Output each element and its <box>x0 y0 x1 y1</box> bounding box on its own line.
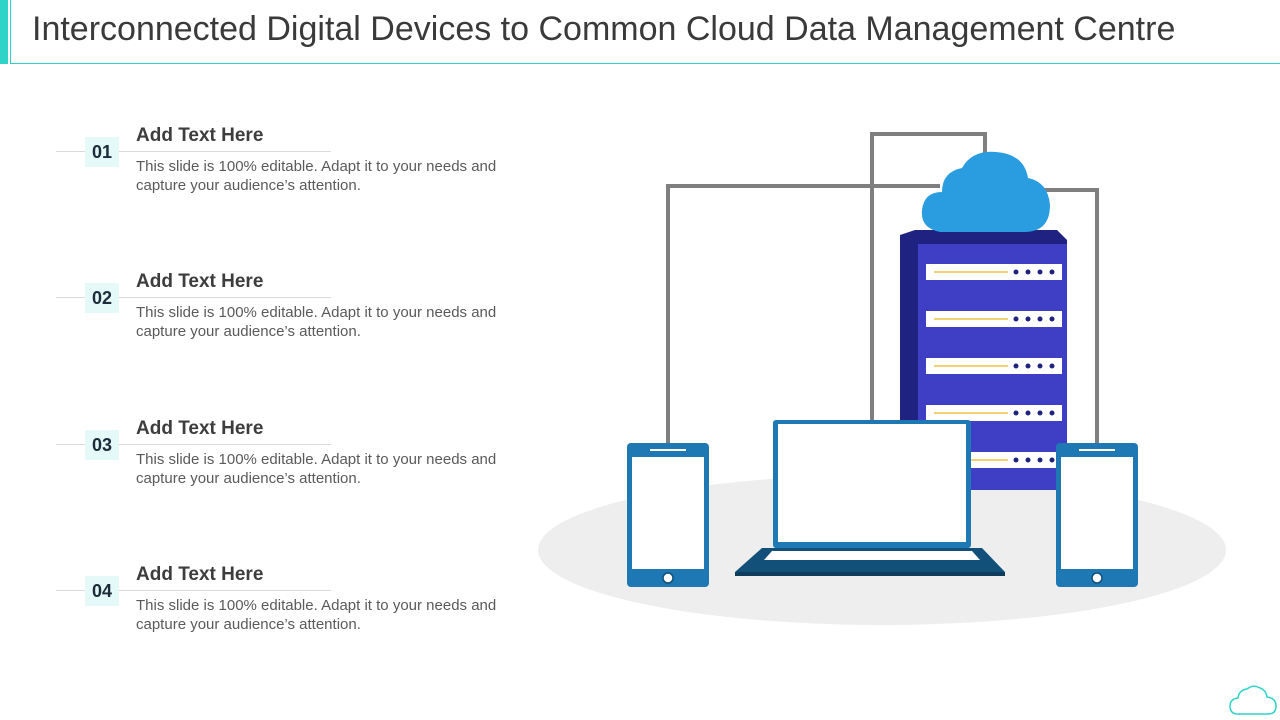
server-slot <box>926 264 1062 280</box>
item-heading: Add Text Here <box>136 418 264 439</box>
leader-line <box>56 444 86 445</box>
item-heading: Add Text Here <box>136 125 264 146</box>
connector-lines <box>666 132 1099 446</box>
title-underline <box>10 63 1280 64</box>
item-heading: Add Text Here <box>136 564 264 585</box>
cloud-outline-icon <box>1229 685 1277 715</box>
cloud-icon <box>921 151 1050 232</box>
list-item: 04 Add Text Here This slide is 100% edit… <box>56 564 516 664</box>
tablet-icon <box>627 443 709 587</box>
item-body: This slide is 100% editable. Adapt it to… <box>136 597 497 633</box>
item-number: 04 <box>85 576 119 606</box>
leader-line <box>56 590 86 591</box>
list-item: 02 Add Text Here This slide is 100% edit… <box>56 271 516 371</box>
heading-rule <box>119 297 331 298</box>
connector-left-tablet <box>666 184 940 446</box>
tablet-icon <box>1056 443 1138 587</box>
item-body: This slide is 100% editable. Adapt it to… <box>136 451 497 487</box>
item-heading: Add Text Here <box>136 271 264 292</box>
server-slot <box>926 311 1062 327</box>
heading-rule <box>119 444 331 445</box>
title-divider <box>10 0 11 64</box>
heading-rule <box>119 151 331 152</box>
item-body: This slide is 100% editable. Adapt it to… <box>136 304 497 340</box>
laptop-icon <box>735 420 1005 576</box>
heading-rule <box>119 590 331 591</box>
leader-line <box>56 297 86 298</box>
item-number: 01 <box>85 137 119 167</box>
title-accent-bar <box>0 0 8 64</box>
connector-laptop <box>870 132 987 422</box>
item-number: 03 <box>85 430 119 460</box>
server-slot <box>926 405 1062 421</box>
leader-line <box>56 151 86 152</box>
server-slot <box>926 358 1062 374</box>
list-item: 03 Add Text Here This slide is 100% edit… <box>56 418 516 518</box>
list-item: 01 Add Text Here This slide is 100% edit… <box>56 125 516 225</box>
slide-title: Interconnected Digital Devices to Common… <box>32 10 1176 48</box>
connector-right-tablet <box>1040 188 1099 446</box>
item-body: This slide is 100% editable. Adapt it to… <box>136 158 497 194</box>
item-number: 02 <box>85 283 119 313</box>
